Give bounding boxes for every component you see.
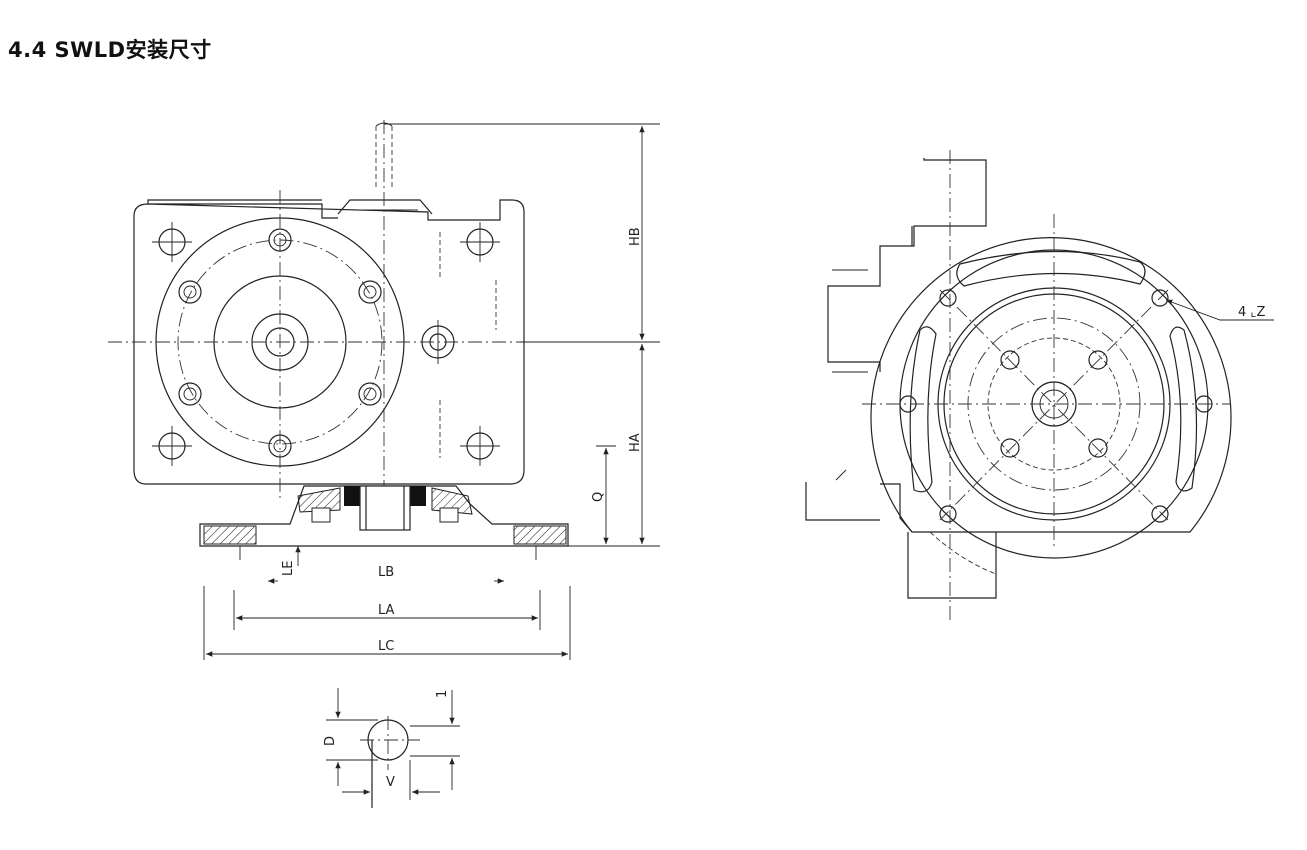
dim-lb-label: LB (378, 565, 394, 580)
dim-hb-label: HB (628, 227, 643, 246)
dim-q-label: Q (591, 492, 606, 502)
dim-ha-label: HA (628, 433, 643, 452)
front-view: HB HA Q LE LB LA LC (108, 120, 660, 660)
dim-v-label: V (386, 775, 395, 790)
dim-d-label: D (323, 736, 338, 746)
dim-le-label: LE (281, 561, 296, 576)
section-title: 4.4 SWLD安装尺寸 (8, 38, 212, 62)
dim-la-label: LA (378, 603, 395, 618)
dim-t-label: 1 (435, 690, 450, 698)
shaft-key-detail: D 1 V (323, 688, 460, 808)
side-view: 4 ⌞Z (805, 150, 1274, 620)
holes-callout-label: 4 ⌞Z (1238, 305, 1265, 320)
dim-lc-label: LC (378, 639, 394, 654)
